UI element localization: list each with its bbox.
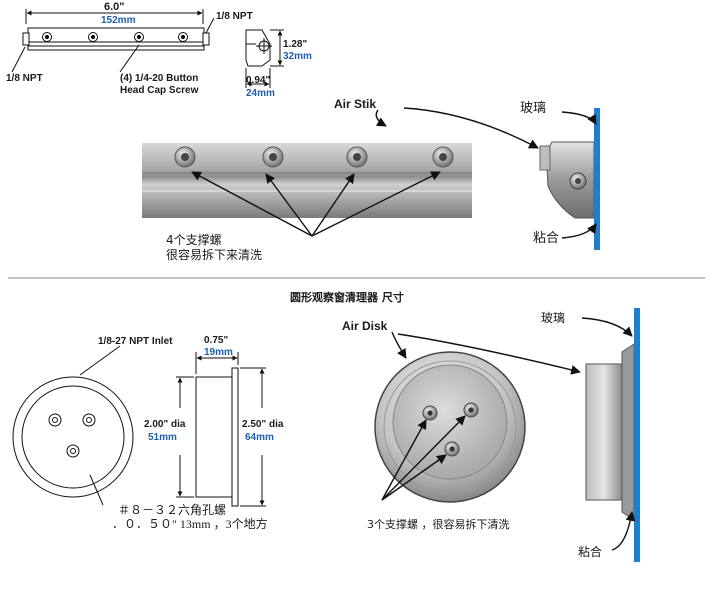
disk-inlet-label: 1/8-27 NPT Inlet [98,336,173,347]
air-stik-end-profile [539,141,595,219]
disk-arrows [381,317,636,551]
stik-screw-note-1: (4) 1/4-20 Button [120,73,199,84]
stik-npt-top-label: 1/8 NPT [216,11,253,22]
disk-outer-dia-inches: 2.50" dia [242,419,284,430]
stik-glass-label: 玻璃 [520,101,547,116]
disk-screws-note: 3个支撑螺 ，很容易拆下清洗 [367,518,510,531]
disk-adhesive-label: 粘合 [578,545,603,559]
disk-width-mm: 19mm [204,347,233,358]
air-disk-side [585,343,635,521]
disk-glass-pane [634,308,640,562]
stik-screws-note-1: 4个支撑螺 [166,233,222,247]
stik-screws-note-2: 很容易拆下来清洗 [166,248,263,262]
stik-depth-inches: 0.94" [246,75,271,86]
disk-line-drawing [12,345,266,507]
air-stik-label: Air Stik [334,97,377,111]
stik-depth-mm: 24mm [246,88,275,99]
stik-screw-heads [174,146,454,168]
disk-inner-dia-inches: 2.00" dia [144,419,186,430]
disk-screw-note-1: ＃８－３２六角孔螺 [118,503,227,517]
stik-height-mm: 32mm [283,51,312,62]
disk-screw-note-2: ．０．５０" 13mm ，3个地方 [112,517,268,531]
stik-npt-bottom-label: 1/8 NPT [6,73,43,84]
stik-line-drawing [11,9,284,88]
stik-arrows [191,107,597,239]
section-title: 圆形观察窗清理器 尺寸 [290,291,404,304]
disk-inner-dia-mm: 51mm [148,432,177,443]
stik-length-mm: 152mm [101,15,136,26]
disk-outer-dia-mm: 64mm [245,432,274,443]
air-stik-bar [142,143,472,218]
air-disk-label: Air Disk [342,319,388,333]
disk-width-inches: 0.75" [204,335,229,346]
stik-glass-pane [594,108,600,250]
air-disk-face [374,351,526,503]
stik-adhesive-label: 粘合 [533,231,560,246]
stik-length-inches: 6.0" [104,1,125,13]
stik-height-inches: 1.28" [283,39,308,50]
stik-screw-note-2: Head Cap Screw [120,85,199,96]
disk-glass-label: 玻璃 [541,311,566,325]
